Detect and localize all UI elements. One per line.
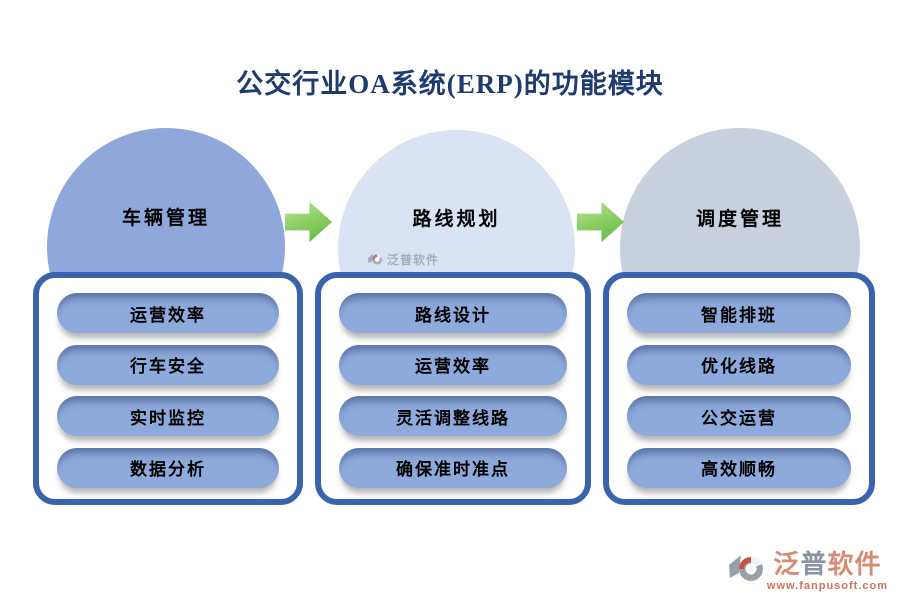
feature-label: 运营效率: [415, 357, 491, 377]
feature-pill: 确保准时准点: [339, 447, 567, 488]
feature-label: 运营效率: [130, 305, 206, 325]
feature-pill: 智能排班: [627, 293, 851, 333]
feature-pill: 优化线路: [627, 344, 851, 385]
feature-label: 确保准时准点: [396, 460, 510, 480]
feature-pill: 数据分析: [57, 447, 279, 488]
brand-url: www.fanpusoft.com: [766, 580, 888, 592]
feature-label: 灵活调整线路: [396, 408, 510, 428]
fanpu-logo-icon: [368, 253, 383, 265]
page-title: 公交行业OA系统(ERP)的功能模块: [236, 69, 664, 99]
brand-chars: 软件: [827, 550, 882, 579]
brand-char: 泛: [773, 550, 801, 579]
footer-brand: 泛普软件 www.fanpusoft.com: [728, 551, 888, 592]
watermark-text: 泛普软件: [387, 253, 440, 267]
watermark: 泛普软件: [368, 251, 439, 268]
feature-label: 优化线路: [701, 357, 777, 377]
feature-pill: 公交运营: [627, 396, 851, 437]
feature-pill: 行车安全: [57, 344, 279, 385]
brand-char: 普: [800, 550, 828, 579]
feature-label: 高效顺畅: [701, 460, 777, 480]
feature-pill: 运营效率: [57, 293, 279, 333]
feature-label: 公交运营: [701, 408, 777, 428]
feature-label: 路线设计: [415, 305, 491, 325]
feature-label: 实时监控: [130, 408, 206, 428]
arrow-right-icon: [577, 201, 624, 243]
fanpu-logo-icon: [728, 555, 763, 581]
feature-label: 行车安全: [130, 357, 206, 377]
module-panel-dispatch: 智能排班 优化线路 公交运营 高效顺畅: [603, 272, 875, 505]
feature-pill: 运营效率: [339, 344, 567, 385]
module-circle-label: 路线规划: [412, 209, 501, 230]
feature-pill: 路线设计: [339, 293, 567, 333]
module-panel-vehicle: 运营效率 行车安全 实时监控 数据分析: [33, 272, 303, 505]
feature-pill: 灵活调整线路: [339, 396, 567, 437]
feature-label: 数据分析: [130, 460, 206, 480]
module-circle-label: 车辆管理: [121, 207, 210, 229]
module-circle-label: 调度管理: [695, 208, 784, 230]
arrow-right-icon: [285, 201, 332, 243]
brand-name: 泛普软件: [773, 551, 881, 579]
feature-pill: 高效顺畅: [627, 447, 851, 488]
feature-pill: 实时监控: [57, 396, 279, 437]
feature-label: 智能排班: [701, 305, 777, 325]
module-panel-route: 路线设计 运营效率 灵活调整线路 确保准时准点: [315, 272, 591, 505]
